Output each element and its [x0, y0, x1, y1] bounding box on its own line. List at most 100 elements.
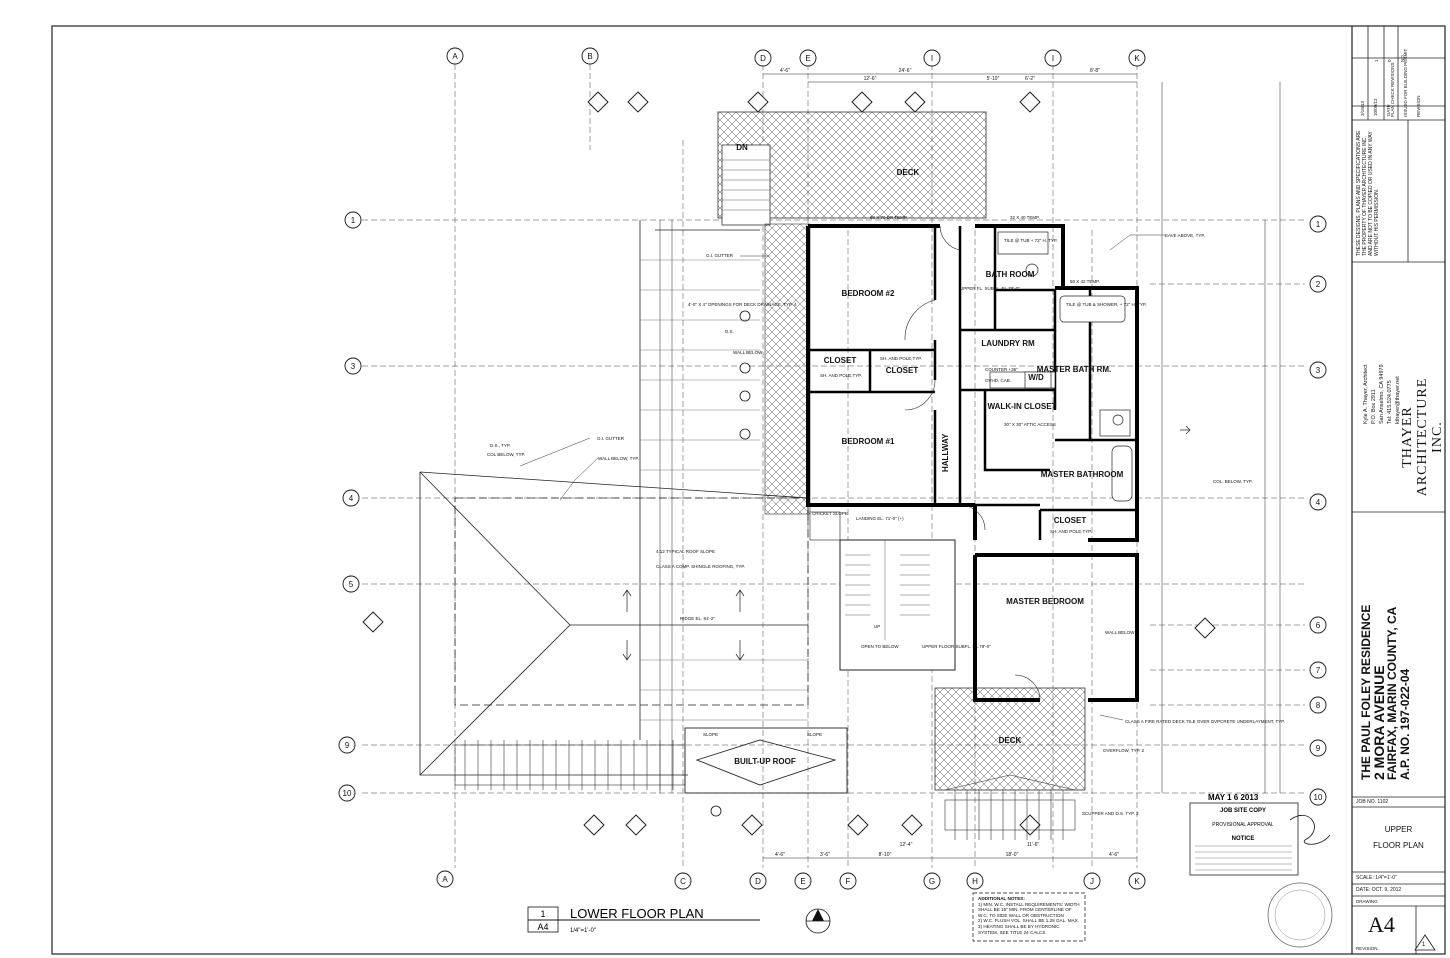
deck-bottom-hatch: [934, 687, 1086, 791]
svg-text:4:12 TYPICAL ROOF SLOPE: 4:12 TYPICAL ROOF SLOPE: [656, 549, 715, 554]
svg-text:WALL BELOW: WALL BELOW: [733, 350, 763, 355]
svg-text:G.I. GUTTER: G.I. GUTTER: [706, 253, 734, 258]
svg-text:D.S., TYP.: D.S., TYP.: [490, 443, 511, 448]
svg-text:4'-0" X 4" OPENINGS FOR DECK D: 4'-0" X 4" OPENINGS FOR DECK DRAINAGE, T…: [688, 302, 797, 307]
svg-text:4'-6": 4'-6": [775, 852, 785, 858]
small-section-markers: [710, 310, 751, 817]
svg-text:WALL BELOW, TYP.: WALL BELOW, TYP.: [598, 456, 639, 461]
svg-text:UPPER FL. SUBFL. EL.79'-0": UPPER FL. SUBFL. EL.79'-0": [960, 286, 1020, 291]
svg-text:J: J: [1090, 877, 1094, 886]
center-stair-treads: [845, 540, 930, 640]
sheet-border: [51, 25, 1446, 955]
svg-text:1: 1: [351, 216, 356, 225]
date-field: DATE: OCT. 9, 2012: [1356, 887, 1402, 893]
svg-text:6: 6: [1316, 621, 1321, 630]
svg-text:SCUPPER AND D.S. TYP. 2: SCUPPER AND D.S. TYP. 2: [1082, 811, 1139, 816]
section-markers: [362, 91, 1216, 836]
additional-notes-box: [972, 892, 1086, 942]
signature-scribble: [1289, 814, 1331, 845]
svg-text:DN: DN: [736, 143, 748, 152]
svg-text:CLASS A FIRE RATED DECK TILE O: CLASS A FIRE RATED DECK TILE OVER DVPCRE…: [1125, 719, 1285, 724]
scale-field: SCALE: 1/4"=1'-0": [1356, 875, 1397, 881]
svg-text:8'-8": 8'-8": [1090, 68, 1100, 74]
svg-text:SH. AND POLE,TYP.: SH. AND POLE,TYP.: [1050, 529, 1092, 534]
svg-text:H: H: [972, 877, 978, 886]
svg-text:A: A: [442, 875, 448, 884]
svg-text:9: 9: [345, 741, 350, 750]
svg-text:G.I. GUTTER: G.I. GUTTER: [597, 436, 625, 441]
svg-text:DECK: DECK: [999, 736, 1022, 745]
svg-text:F: F: [846, 877, 851, 886]
svg-text:OVERFLOW, TYP. 2: OVERFLOW, TYP. 2: [1103, 748, 1145, 753]
side-deck-hatch: [764, 223, 811, 515]
svg-text:SLOPE: SLOPE: [703, 732, 718, 737]
svg-text:WALK-IN CLOSET: WALK-IN CLOSET: [988, 402, 1057, 411]
svg-text:CLOSET: CLOSET: [1054, 516, 1087, 525]
svg-text:3: 3: [1316, 366, 1321, 375]
svg-text:BATH ROOM: BATH ROOM: [986, 270, 1035, 279]
job-number: JOB NO. 1102: [1356, 799, 1389, 805]
svg-text:SH. AND POLE,TYP.: SH. AND POLE,TYP.: [880, 356, 922, 361]
architect-seal: [1267, 882, 1333, 948]
svg-text:12'-4": 12'-4": [900, 842, 913, 848]
title-block-frame: [1352, 26, 1445, 954]
svg-text:SLOPE: SLOPE: [807, 732, 822, 737]
room-labels: DECK DN BEDROOM #2 BEDROOM #1 CLOSET CLO…: [734, 143, 1123, 766]
svg-text:K: K: [1134, 877, 1140, 886]
trellis: [454, 740, 686, 790]
svg-text:D.S.: D.S.: [725, 329, 734, 334]
svg-text:COL. BELOW, TYP.: COL. BELOW, TYP.: [1213, 479, 1253, 484]
door-swings: [904, 225, 1041, 701]
revision-dates: 3/19/13 10/09/12 DATE: [1360, 98, 1391, 116]
svg-text:PROVISIONAL APPROVAL: PROVISIONAL APPROVAL: [1212, 822, 1274, 828]
svg-text:BEDROOM #2: BEDROOM #2: [842, 289, 895, 298]
svg-text:E: E: [805, 54, 810, 63]
grid-labels: A B D E I I K A C D E F G H J K 1 3 4 5 …: [343, 52, 1323, 886]
svg-text:DECK: DECK: [897, 168, 920, 177]
svg-text:BUILT-UP ROOF: BUILT-UP ROOF: [734, 757, 796, 766]
job-site-stamp: [1189, 802, 1299, 876]
svg-text:2: 2: [1316, 280, 1321, 289]
plumbing-fixtures: [989, 231, 1133, 502]
revision-numbers: 1 0 NO.: [1374, 53, 1405, 62]
svg-text:LANDING EL. 71'-0" (+): LANDING EL. 71'-0" (+): [856, 516, 904, 521]
svg-text:A: A: [452, 52, 458, 61]
svg-text:NOTICE: NOTICE: [1232, 836, 1255, 842]
svg-text:WALL BELOW: WALL BELOW: [1105, 630, 1135, 635]
svg-text:COUNTER +36": COUNTER +36": [985, 367, 1018, 372]
svg-text:4'-6": 4'-6": [1109, 852, 1119, 858]
svg-text:JOB SITE COPY: JOB SITE COPY: [1220, 808, 1266, 814]
svg-text:10: 10: [343, 789, 352, 798]
built-up-roof: [684, 727, 848, 794]
stair-treads-top: [722, 159, 770, 211]
svg-text:CLOSET: CLOSET: [824, 356, 857, 365]
svg-text:MASTER BATHROOM: MASTER BATHROOM: [1041, 470, 1124, 479]
svg-text:8'-10": 8'-10": [879, 852, 892, 858]
svg-text:A4: A4: [537, 922, 548, 932]
revision-delta-icon: [1414, 934, 1436, 951]
sheet-number: A4: [1368, 912, 1395, 937]
svg-text:B: B: [587, 52, 592, 61]
svg-text:CLOSET: CLOSET: [886, 366, 919, 375]
svg-text:CRICKET SLOPE: CRICKET SLOPE: [812, 511, 848, 516]
grid-bubbles-bottom: [436, 870, 1146, 890]
deck-railing-bottom: [944, 774, 1076, 840]
svg-text:UP: UP: [874, 624, 880, 629]
disclaimer: THESE DESIGNS, PLANS AND SPECIFICATIONS …: [1356, 130, 1380, 257]
dimension-text: 4'-6" 12'-6" 24'-6" 5'-10" 6'-2" 8'-8" 4…: [775, 68, 1119, 858]
svg-text:I: I: [1052, 54, 1054, 63]
project-info: THE PAUL FOLEY RESIDENCE 2 MORA AVENUE F…: [1359, 604, 1412, 780]
svg-text:6'-2": 6'-2": [1025, 76, 1035, 82]
svg-text:W/D: W/D: [1028, 373, 1044, 382]
roof-outline: [419, 220, 809, 776]
svg-text:9: 9: [1316, 744, 1321, 753]
grid-bubbles-top: [446, 47, 1146, 67]
svg-text:30" X 30" ATTIC ACCESS: 30" X 30" ATTIC ACCESS: [1004, 422, 1056, 427]
svg-text:LOWER FLOOR PLAN: LOWER FLOOR PLAN: [570, 906, 704, 921]
svg-text:OVHD. CAB.: OVHD. CAB.: [985, 378, 1011, 383]
leader-lines: [519, 234, 1165, 721]
svg-text:5: 5: [349, 580, 354, 589]
exterior-walls: [806, 224, 1139, 702]
